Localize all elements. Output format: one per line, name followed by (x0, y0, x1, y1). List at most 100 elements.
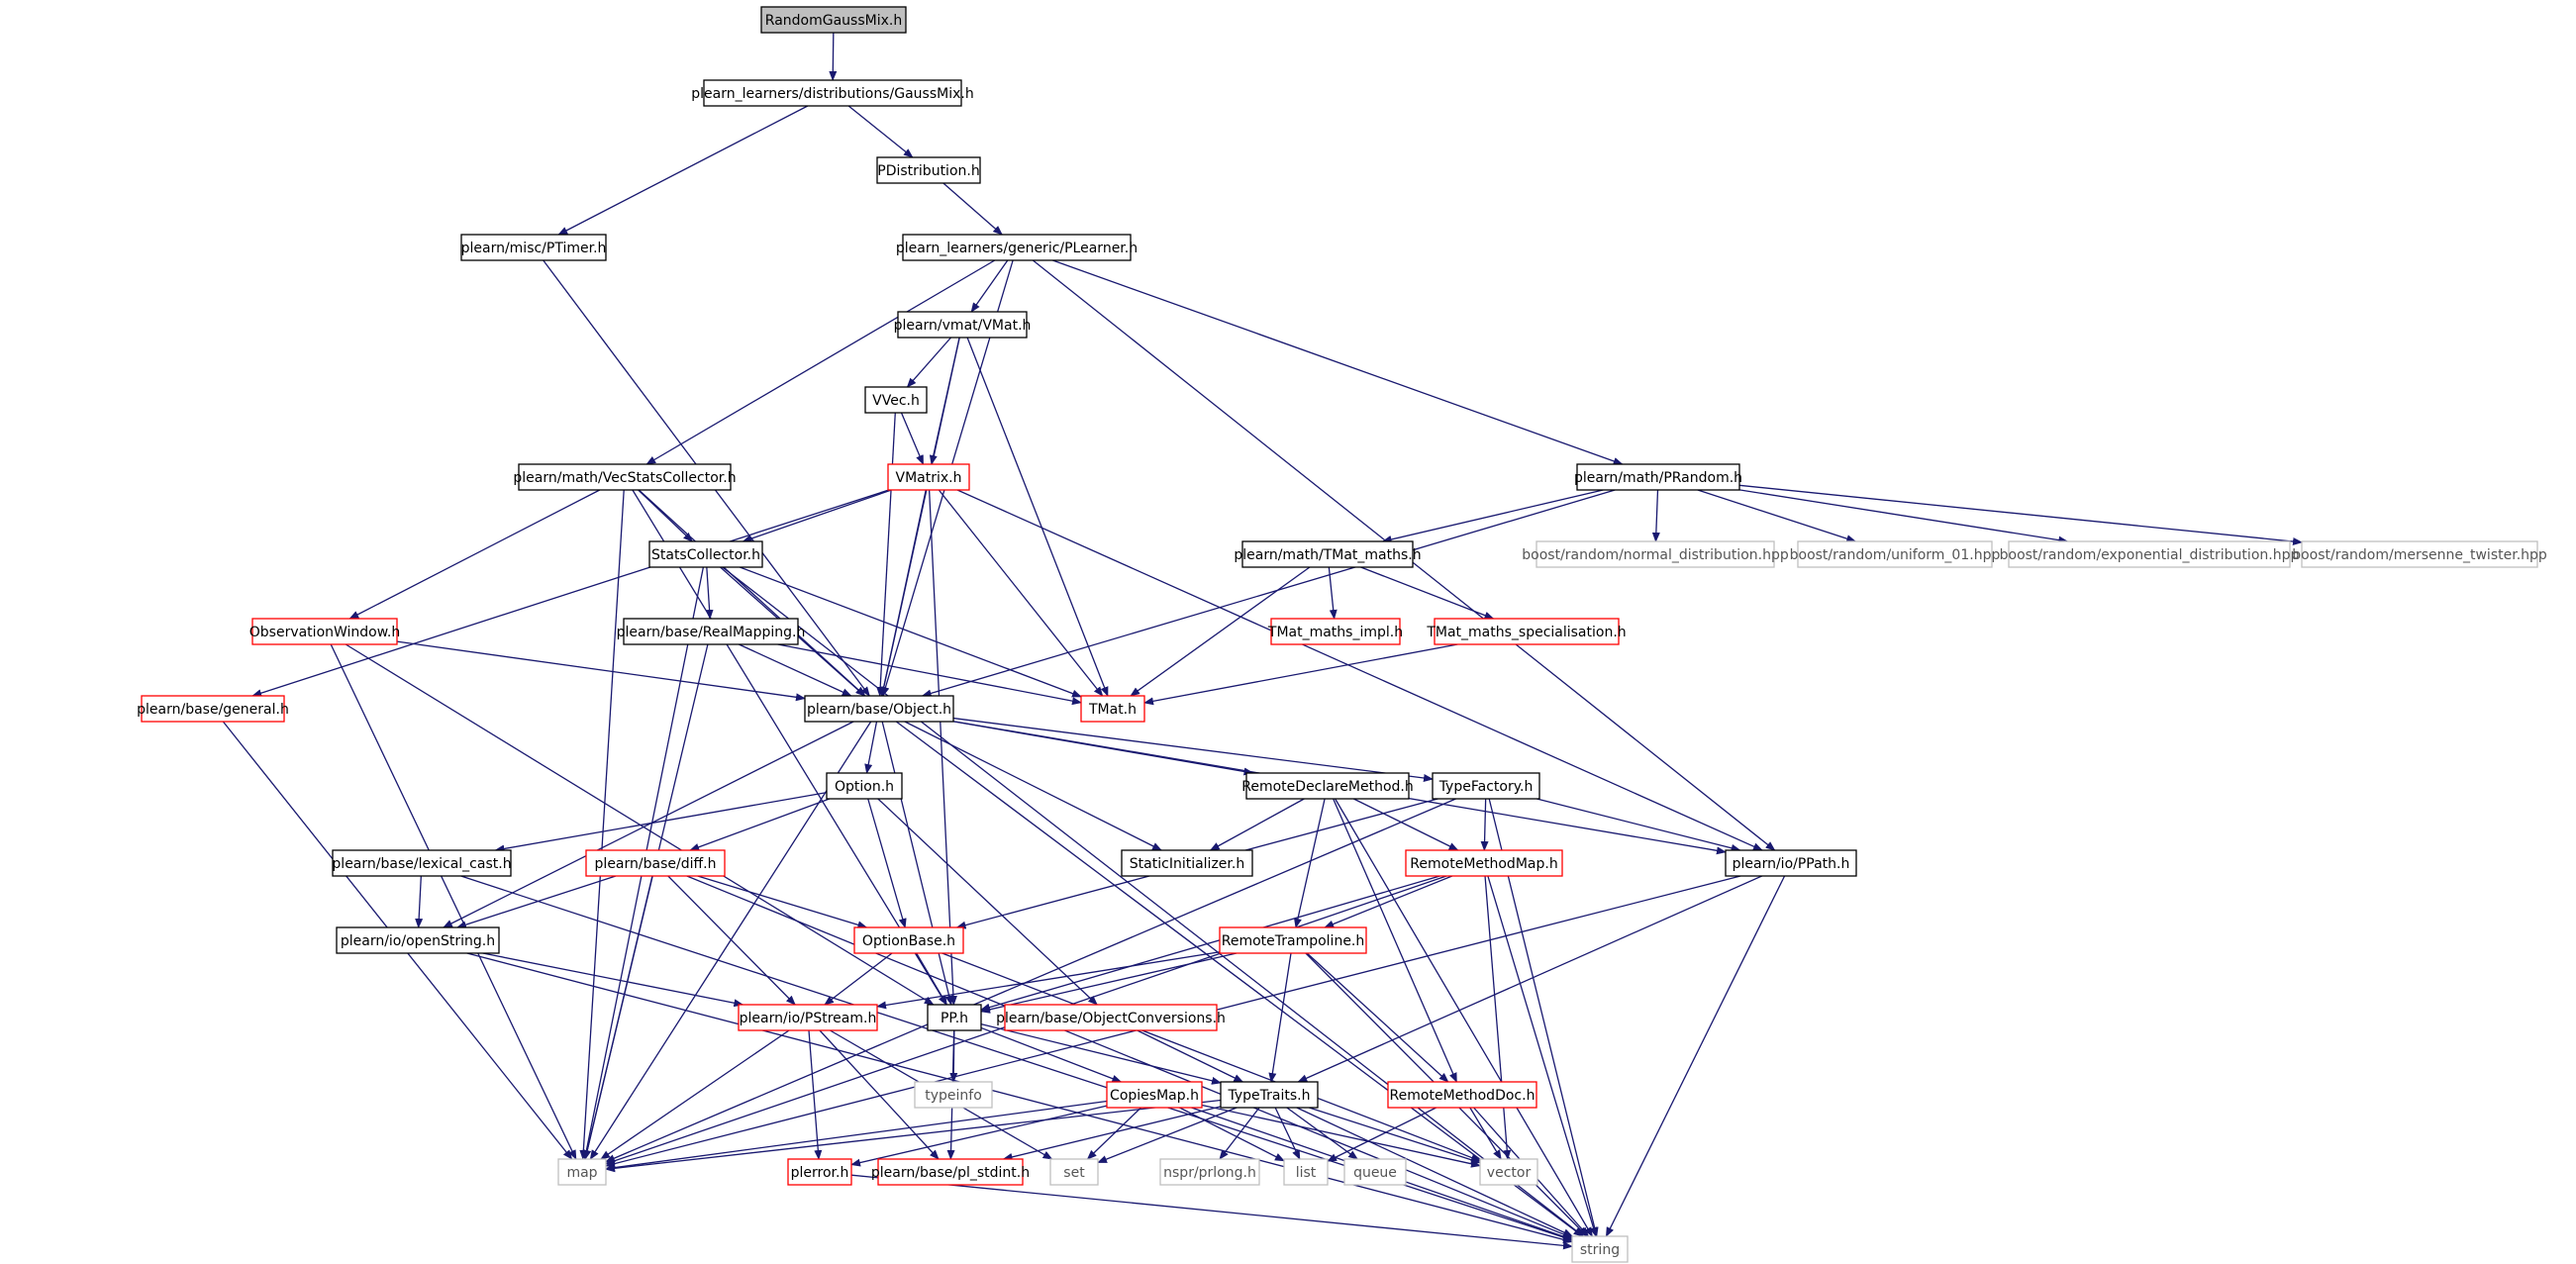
node-openstring[interactable]: plearn/io/openString.h (336, 926, 500, 954)
node-copiesmap[interactable]: CopiesMap.h (1106, 1081, 1203, 1109)
node-box (1270, 618, 1401, 645)
node-box (887, 463, 970, 491)
edge-rmdoc-to-vector (1469, 1107, 1502, 1160)
node-realmap[interactable]: plearn/base/RealMapping.h (617, 618, 806, 645)
node-box (864, 386, 928, 414)
edge-diff-to-optionbase (697, 875, 868, 929)
node-statscoll[interactable]: StatsCollector.h (648, 540, 763, 568)
node-lexcast[interactable]: plearn/base/lexical_cast.h (332, 849, 512, 877)
node-prandom[interactable]: plearn/math/PRandom.h (1574, 463, 1742, 491)
node-box (738, 1004, 878, 1031)
edge-typetraits-to-plstdint (1002, 1106, 1222, 1161)
edge-openstring-to-string (466, 952, 1573, 1244)
node-box (1220, 1081, 1319, 1109)
node-bmt: boost/random/mersenne_twister.hpp (2292, 540, 2547, 568)
node-pdist[interactable]: PDistribution.h (876, 156, 981, 184)
edge-lexcast-to-openstring (415, 875, 424, 928)
node-label: boost/random/exponential_distribution.hp… (2000, 547, 2300, 563)
edge-vvec-to-vmatrix (900, 412, 925, 465)
edge-diff-to-map (583, 875, 653, 1160)
node-label: StaticInitializer.h (1130, 856, 1244, 872)
node-obswin[interactable]: ObservationWindow.h (249, 618, 401, 645)
edge-object-to-string (895, 721, 1584, 1237)
node-rmm[interactable]: RemoteMethodMap.h (1405, 849, 1563, 877)
node-vecstats[interactable]: plearn/math/VecStatsCollector.h (513, 463, 737, 491)
node-optionbase[interactable]: OptionBase.h (853, 926, 964, 954)
node-typefact[interactable]: TypeFactory.h (1432, 772, 1540, 800)
node-box (760, 6, 907, 34)
edge-prandom-to-object (921, 489, 1616, 698)
node-plstdint[interactable]: plearn/base/pl_stdint.h (871, 1158, 1030, 1186)
edge-gaussmix-to-pdist (847, 105, 914, 158)
node-diff[interactable]: plearn/base/diff.h (585, 849, 726, 877)
node-vmatrix[interactable]: VMatrix.h (887, 463, 970, 491)
edge-gaussmix-to-ptimer (557, 105, 809, 236)
node-label: Option.h (835, 779, 894, 795)
node-rmdoc[interactable]: RemoteMethodDoc.h (1387, 1081, 1537, 1109)
edge-rmm-to-vector (1484, 875, 1512, 1160)
node-root[interactable]: RandomGaussMix.h (760, 6, 907, 34)
node-set: set (1049, 1158, 1099, 1186)
node-buniform: boost/random/uniform_01.hpp (1790, 540, 2000, 568)
node-object[interactable]: plearn/base/Object.h (804, 695, 954, 723)
node-ppath[interactable]: plearn/io/PPath.h (1725, 849, 1857, 877)
node-typetraits[interactable]: TypeTraits.h (1220, 1081, 1319, 1109)
node-option[interactable]: Option.h (826, 772, 903, 800)
node-box (1219, 926, 1367, 954)
edge-copiesmap-to-list (1179, 1107, 1285, 1162)
edge-option-to-diff (689, 798, 831, 851)
node-label: plearn/base/pl_stdint.h (871, 1165, 1030, 1181)
node-staticinit[interactable]: StaticInitializer.h (1121, 849, 1253, 877)
node-plearner[interactable]: plearn_learners/generic/PLearner.h (896, 234, 1138, 261)
edge-typetraits-to-string (1296, 1107, 1574, 1237)
node-label: OptionBase.h (862, 933, 955, 949)
node-vector: vector (1479, 1158, 1538, 1186)
node-box (518, 463, 732, 491)
node-label: boost/random/normal_distribution.hpp (1522, 547, 1789, 563)
node-label: TypeFactory.h (1438, 779, 1534, 795)
node-box (2008, 540, 2291, 568)
node-label: plearn/math/TMat_maths.h (1234, 547, 1421, 563)
edge-plearner-to-vecstats (645, 259, 996, 465)
node-label: plearn/base/lexical_cast.h (332, 856, 511, 872)
node-box (648, 540, 763, 568)
node-label: RemoteDeclareMethod.h (1241, 779, 1413, 795)
edge-typefact-to-map (605, 798, 1456, 1163)
node-pstream[interactable]: plearn/io/PStream.h (738, 1004, 878, 1031)
node-box (1343, 1158, 1407, 1186)
node-vmat[interactable]: plearn/vmat/VMat.h (894, 311, 1032, 339)
node-plerror[interactable]: plerror.h (787, 1158, 852, 1186)
node-label: plearn/vmat/VMat.h (894, 318, 1032, 334)
node-tmatmaths[interactable]: plearn/math/TMat_maths.h (1234, 540, 1422, 568)
node-tmath[interactable]: TMat.h (1080, 695, 1145, 723)
node-ptimer[interactable]: plearn/misc/PTimer.h (460, 234, 607, 261)
nodes-layer: RandomGaussMix.h plearn_learners/distribu… (137, 6, 2547, 1263)
edge-plerror-to-string (850, 1174, 1573, 1250)
node-box (1159, 1158, 1260, 1186)
edge-realmap-to-tmath (777, 643, 1082, 706)
node-vvec[interactable]: VVec.h (864, 386, 928, 414)
node-label: plearn/base/ObjectConversions.h (996, 1011, 1226, 1026)
node-label: RemoteMethodMap.h (1410, 856, 1557, 872)
node-rdm[interactable]: RemoteDeclareMethod.h (1241, 772, 1414, 800)
node-box (1536, 540, 1775, 568)
node-objconv[interactable]: plearn/base/ObjectConversions.h (996, 1004, 1226, 1031)
edge-rtramp-to-rmdoc (1306, 952, 1449, 1083)
node-box (251, 618, 398, 645)
edge-pp-to-typetraits (980, 1022, 1222, 1085)
node-box (876, 156, 981, 184)
node-gaussmix[interactable]: plearn_learners/distributions/GaussMix.h (691, 79, 974, 107)
edge-object-to-typefact (952, 717, 1434, 782)
node-general[interactable]: plearn/base/general.h (137, 695, 289, 723)
node-tmatspec[interactable]: TMat_maths_specialisation.h (1426, 618, 1627, 645)
edge-vmatrix-to-object (879, 489, 927, 697)
edge-vmatrix-to-general (251, 489, 890, 698)
node-rtramp[interactable]: RemoteTrampoline.h (1219, 926, 1367, 954)
node-box (1106, 1081, 1203, 1109)
node-pp[interactable]: PP.h (927, 1004, 982, 1031)
edge-copiesmap-to-plerror (850, 1105, 1108, 1167)
node-tmatimpl[interactable]: TMat_maths_impl.h (1267, 618, 1403, 645)
edge-object-to-option (864, 721, 878, 774)
node-label: map (566, 1165, 597, 1181)
